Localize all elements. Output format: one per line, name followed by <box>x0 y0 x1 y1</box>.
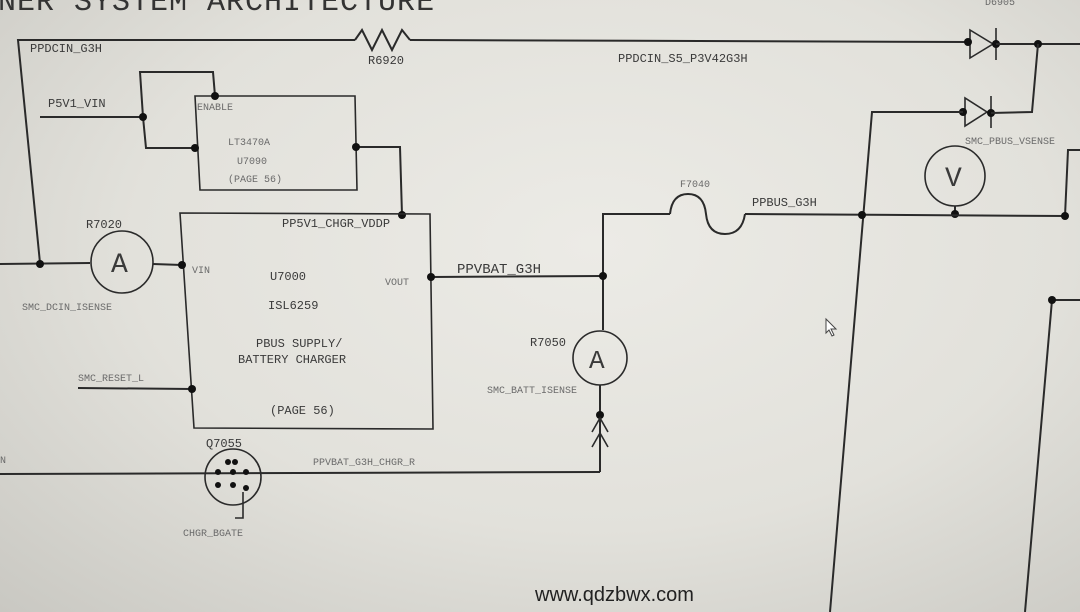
net-ppdcin-g3h: PPDCIN_G3H <box>30 42 102 56</box>
smc-reset-wire <box>77 387 193 390</box>
lt3470-ref: U7090 <box>237 157 267 168</box>
diode-bottom <box>829 43 1039 612</box>
u7000-page: (PAGE 56) <box>270 404 335 418</box>
lt3470-page: (PAGE 56) <box>228 174 282 186</box>
net-smc-reset-l: SMC_RESET_L <box>78 374 144 385</box>
u7000-desc-2: BATTERY CHARGER <box>238 353 346 367</box>
f7040-label: F7040 <box>680 180 710 191</box>
ammeter-symbol: A <box>111 250 128 281</box>
u7000-ref: U7000 <box>270 270 306 284</box>
net-smc-batt-isense: SMC_BATT_ISENSE <box>487 386 577 397</box>
r7020-label: R7020 <box>86 218 122 232</box>
voltmeter-symbol: V <box>945 164 962 195</box>
diode-top <box>964 28 1080 60</box>
r7050-label: R7050 <box>530 336 566 350</box>
q7055-label: Q7055 <box>206 437 242 451</box>
watermark: www.qdzbwx.com <box>534 584 694 606</box>
batt-ammeter-symbol: A <box>589 346 605 376</box>
ppbus-line <box>602 149 1080 612</box>
ppvbat-line <box>0 272 628 475</box>
lt3470-part: LT3470A <box>228 138 270 149</box>
u7000-vout-pin: VOUT <box>385 278 409 289</box>
net-ppvbat-g3h: PPVBAT_G3H <box>457 262 541 278</box>
net-ppdcin-s5: PPDCIN_S5_P3V42G3H <box>618 52 748 66</box>
u7000-vin-pin: VIN <box>192 266 210 277</box>
dcin-ammeter <box>0 230 186 294</box>
net-chgr-bgate: CHGR_BGATE <box>183 529 243 540</box>
lt3470a-block <box>40 71 406 219</box>
u7000-part: ISL6259 <box>268 299 318 313</box>
net-pp5v1-chgr-vddp: PP5V1_CHGR_VDDP <box>282 217 390 231</box>
lt3470-enable-pin: ENABLE <box>197 103 233 114</box>
diode-ref-label: D6905 <box>985 0 1015 9</box>
net-smc-pbus-vsense: SMC_PBUS_VSENSE <box>965 137 1055 148</box>
net-ppvbat-g3h-chgr-r: PPVBAT_G3H_CHGR_R <box>313 458 415 469</box>
net-p5v1-vin: P5V1_VIN <box>48 97 106 111</box>
net-ppbus-g3h: PPBUS_G3H <box>752 196 817 210</box>
mouse-cursor-icon <box>825 317 838 337</box>
net-left-cut: N <box>0 456 6 467</box>
r6920-label: R6920 <box>368 54 404 68</box>
u7000-desc-1: PBUS SUPPLY/ <box>256 337 342 351</box>
ppdcin-rail <box>16 27 969 264</box>
u7000-block <box>179 212 434 430</box>
q7055-mosfet <box>204 448 262 519</box>
page-title: NER SYSTEM ARCHITECTURE <box>0 0 435 20</box>
net-smc-dcin-isense: SMC_DCIN_ISENSE <box>22 303 112 314</box>
